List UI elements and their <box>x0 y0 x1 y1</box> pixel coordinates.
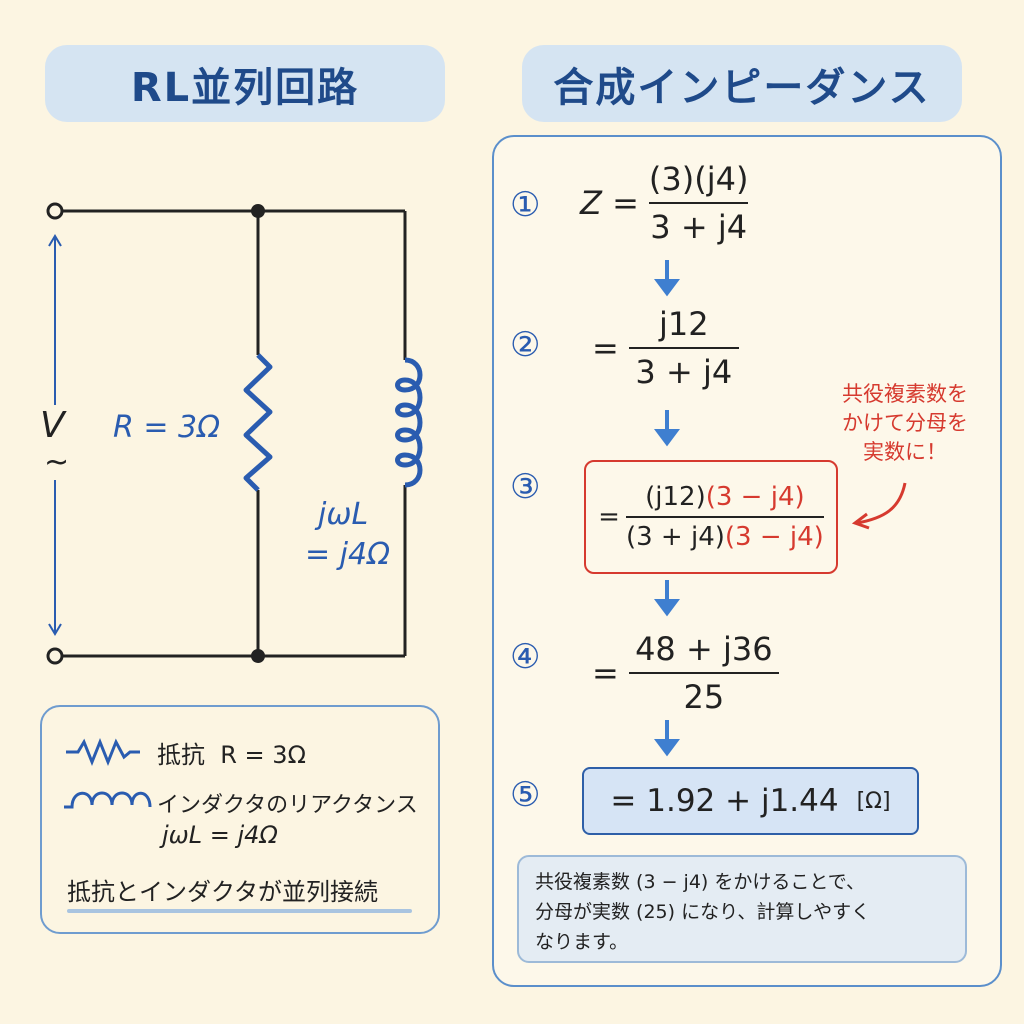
summary-underline <box>67 909 412 913</box>
step-3-equation-box: = (j12)(3 − j4) (3 + j4)(3 − j4) <box>584 460 838 574</box>
step-2-lhs: = <box>592 329 619 367</box>
side-note-line: 共役複素数を <box>842 382 968 406</box>
step-1-denominator: 3 + j4 <box>650 208 748 246</box>
inductor-label-1: jωL <box>318 497 369 532</box>
step-3-numerator: (j12)(3 − j4) <box>645 482 805 512</box>
step-3-numerator-a: (j12) <box>645 482 706 512</box>
resistor-symbol <box>243 353 273 492</box>
result-value: = 1.92 + j1.44 <box>610 783 839 819</box>
step-3-denominator-a: (3 + j4) <box>625 522 725 552</box>
step-arrows <box>654 260 680 757</box>
step-1-equation: Z = (3)(j4) 3 + j4 <box>580 160 749 246</box>
step-3-numerator-b: (3 − j4) <box>705 482 805 512</box>
step-2-fraction: j12 3 + j4 <box>628 305 739 391</box>
terminal-bottom <box>46 647 64 665</box>
step-4-fraction: 48 + j36 25 <box>628 630 779 716</box>
step-1-number: ① <box>510 185 541 225</box>
voltage-arrow <box>48 234 62 636</box>
bottom-note: 共役複素数 (3 − j4) をかけることで、 分母が実数 (25) になり、計… <box>517 855 967 963</box>
side-note: 共役複素数を かけて分母を 実数に！ <box>842 380 968 467</box>
side-note-arrow-icon <box>851 482 907 530</box>
step-4-lhs: = <box>592 654 619 692</box>
step-4-denominator: 25 <box>683 678 725 716</box>
legend-summary: 抵抗とインダクタが並列接続 <box>67 878 379 906</box>
resistor-legend-text: 抵抗 R = 3Ω <box>157 741 306 769</box>
step-3-denominator: (3 + j4)(3 − j4) <box>626 522 824 552</box>
step-1-numerator: (3)(j4) <box>648 160 749 198</box>
node-top <box>251 204 265 218</box>
step-3-denominator-b: (3 − j4) <box>724 522 824 552</box>
inductor-legend-icon <box>64 791 152 809</box>
side-note-line: かけて分母を <box>842 411 968 435</box>
step-2-denominator: 3 + j4 <box>635 353 733 391</box>
inductor-legend-text: インダクタのリアクタンス <box>157 793 418 818</box>
terminal-top <box>46 202 64 220</box>
step-1-lhs: Z = <box>580 184 639 222</box>
result-unit: [Ω] <box>856 788 891 814</box>
result-box: = 1.92 + j1.44 [Ω] <box>582 767 919 835</box>
legend-box: 抵抗 R = 3Ω インダクタのリアクタンス jωL = j4Ω 抵抗とインダク… <box>40 705 440 934</box>
inductor-label-2: = j4Ω <box>305 537 391 572</box>
step-4-equation: = 48 + j36 25 <box>592 630 779 716</box>
voltage-symbol: ~ <box>44 445 70 480</box>
step-2-equation: = j12 3 + j4 <box>592 305 739 391</box>
voltage-label: V <box>40 405 65 446</box>
left-title: RL並列回路 <box>45 45 445 122</box>
right-title-text: 合成インピーダンス <box>553 64 931 111</box>
resistor-legend-icon <box>66 737 140 767</box>
step-2-number: ② <box>510 325 541 365</box>
calculation-panel <box>492 135 1002 987</box>
node-bottom <box>251 649 265 663</box>
resistor-label: R = 3Ω <box>113 410 221 445</box>
bottom-note-line: なります。 <box>535 931 629 953</box>
step-4-number: ④ <box>510 637 541 677</box>
step-1-fraction: (3)(j4) 3 + j4 <box>648 160 749 246</box>
bottom-note-line: 分母が実数 (25) になり、計算しやすく <box>535 901 871 923</box>
right-title: 合成インピーダンス <box>522 45 962 122</box>
inductor-symbol <box>395 357 423 488</box>
left-title-text: RL並列回路 <box>130 64 360 111</box>
step-3-number: ③ <box>510 467 541 507</box>
step-2-numerator: j12 <box>659 305 709 343</box>
step-4-numerator: 48 + j36 <box>635 630 773 668</box>
inductor-legend-value: jωL = j4Ω <box>162 821 278 849</box>
side-note-line: 実数に！ <box>863 440 947 464</box>
step-3-fraction: (j12)(3 − j4) (3 + j4)(3 − j4) <box>625 482 824 552</box>
circuit-diagram <box>46 202 423 665</box>
step-5-number: ⑤ <box>510 775 541 815</box>
bottom-note-line: 共役複素数 (3 − j4) をかけることで、 <box>535 871 866 893</box>
step-3-lhs: = <box>598 502 620 532</box>
